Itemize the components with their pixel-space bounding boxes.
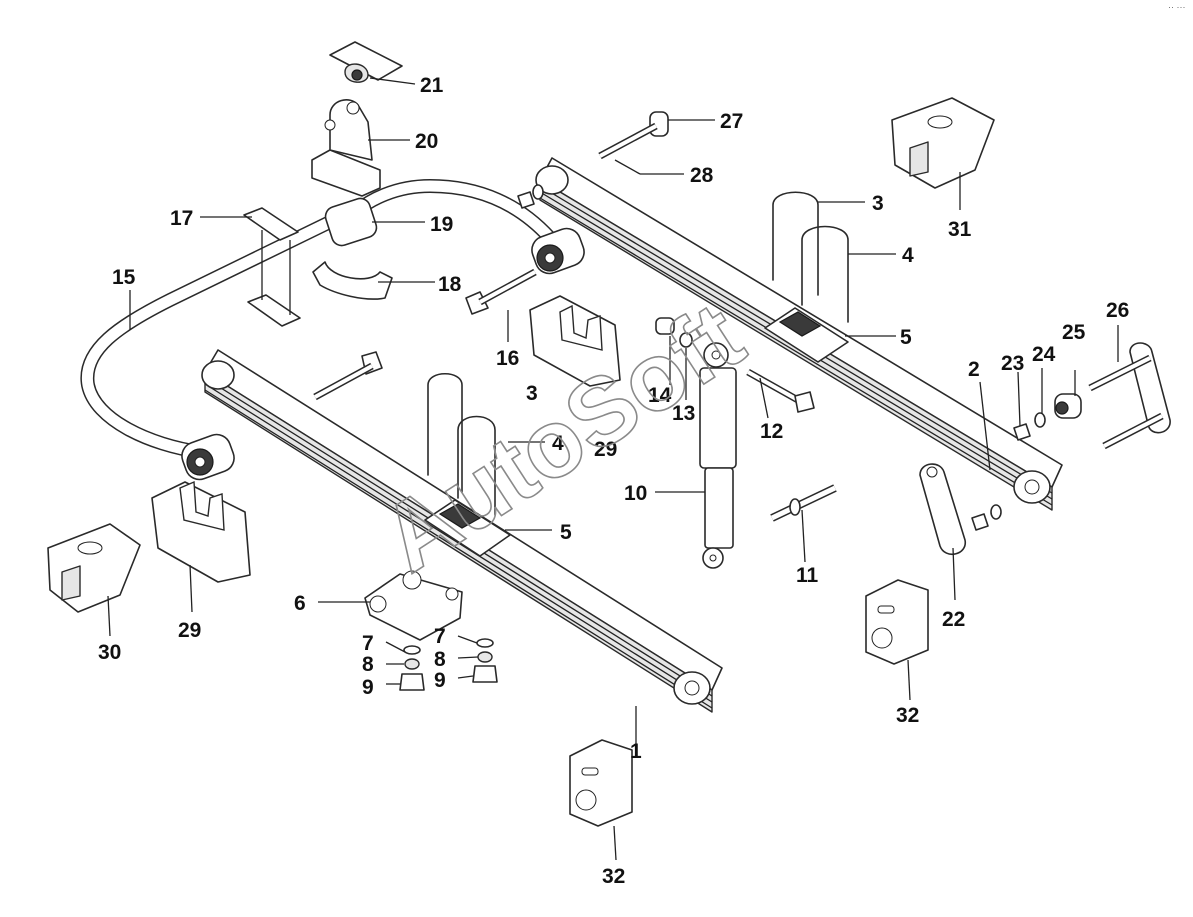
washer-13 [679, 332, 693, 348]
callout-22: 22 [942, 608, 965, 631]
callout-32-right: 32 [896, 704, 919, 727]
callout-24: 24 [1032, 343, 1056, 366]
bump-stop-cap-31 [891, 97, 995, 189]
callout-25: 25 [1062, 321, 1086, 344]
callout-3-center: 3 [526, 382, 538, 405]
callout-1: 1 [630, 740, 642, 763]
callout-14: 14 [648, 384, 672, 407]
callout-2: 2 [968, 358, 980, 381]
bolt-left-spring [313, 351, 383, 401]
stabilizer-end-bushing-left [181, 433, 235, 481]
callout-4-right: 4 [902, 244, 914, 267]
callout-9-right: 9 [434, 669, 446, 692]
spring-pad-right [764, 307, 849, 363]
callout-10: 10 [624, 482, 647, 505]
callout-11: 11 [796, 564, 819, 587]
pin-27 [598, 111, 669, 160]
callout-31: 31 [948, 218, 972, 241]
callout-28: 28 [690, 164, 714, 187]
pin-11 [770, 484, 837, 522]
nuts-shackle-lower [517, 184, 1002, 531]
callout-29-center: 29 [594, 438, 617, 461]
callout-27: 27 [720, 110, 743, 133]
callout-labels: 21 20 17 19 15 18 16 3 14 13 29 12 10 11… [98, 74, 1129, 888]
callout-7-left: 7 [362, 632, 374, 655]
callout-5-right: 5 [900, 326, 912, 349]
stabilizer-lower-clamp [312, 261, 393, 300]
bushing-25 [1054, 393, 1082, 419]
u-bolt-left-4 [457, 415, 496, 516]
axle-plate [364, 570, 463, 641]
callout-17: 17 [170, 207, 193, 230]
fasteners-right [472, 638, 498, 683]
leader-lines [107, 77, 1119, 861]
shackle-bracket-right [529, 295, 621, 387]
callout-4-left: 4 [552, 432, 564, 455]
callout-9-left: 9 [362, 676, 374, 699]
stabilizer-strap [243, 207, 301, 327]
spring-hanger-32-right [865, 579, 929, 665]
callout-21: 21 [420, 74, 444, 97]
callout-8-left: 8 [362, 653, 374, 676]
callout-23: 23 [1001, 352, 1024, 375]
fasteners-left [399, 645, 425, 691]
stabilizer-bracket [311, 99, 381, 197]
spring-pad-left [424, 499, 511, 557]
shackle-link-22 [919, 463, 966, 556]
spring-hanger-32-left [569, 739, 633, 827]
callout-6: 6 [294, 592, 306, 615]
nut-23 [1013, 423, 1031, 441]
stabilizer-end-bushing-right [531, 227, 585, 275]
u-bolt-right-3 [772, 191, 819, 296]
callout-30: 30 [98, 641, 121, 664]
shackle-bracket-left [151, 480, 251, 583]
callout-29-left: 29 [178, 619, 201, 642]
shock-absorber [699, 342, 737, 569]
corner-mark: ·· ··· [1168, 2, 1186, 12]
bump-stop-cap-30 [47, 523, 141, 613]
u-bolt-right-4 [801, 225, 849, 323]
bushing-14 [655, 317, 675, 335]
callout-16: 16 [496, 347, 519, 370]
callout-15: 15 [112, 266, 136, 289]
callout-20: 20 [415, 130, 438, 153]
callout-8-right: 8 [434, 648, 446, 671]
callout-32-left: 32 [602, 865, 625, 888]
callout-5-left: 5 [560, 521, 572, 544]
u-bolt-left-3 [427, 372, 463, 493]
callout-13: 13 [672, 402, 695, 425]
callout-26: 26 [1106, 299, 1129, 322]
stabilizer-cushion [324, 197, 378, 247]
cotter-pin-28 [614, 159, 641, 175]
bolt-16 [465, 268, 537, 315]
washer-24 [1034, 412, 1046, 428]
stabilizer-bar [80, 179, 557, 459]
callout-18: 18 [438, 273, 462, 296]
callout-19: 19 [430, 213, 453, 236]
callout-7-right: 7 [434, 625, 446, 648]
shackle-26 [1088, 342, 1171, 450]
bolt-12 [746, 368, 815, 413]
callout-12: 12 [760, 420, 783, 443]
stabilizer-top-clamp [329, 41, 403, 83]
callout-3-right: 3 [872, 192, 884, 215]
